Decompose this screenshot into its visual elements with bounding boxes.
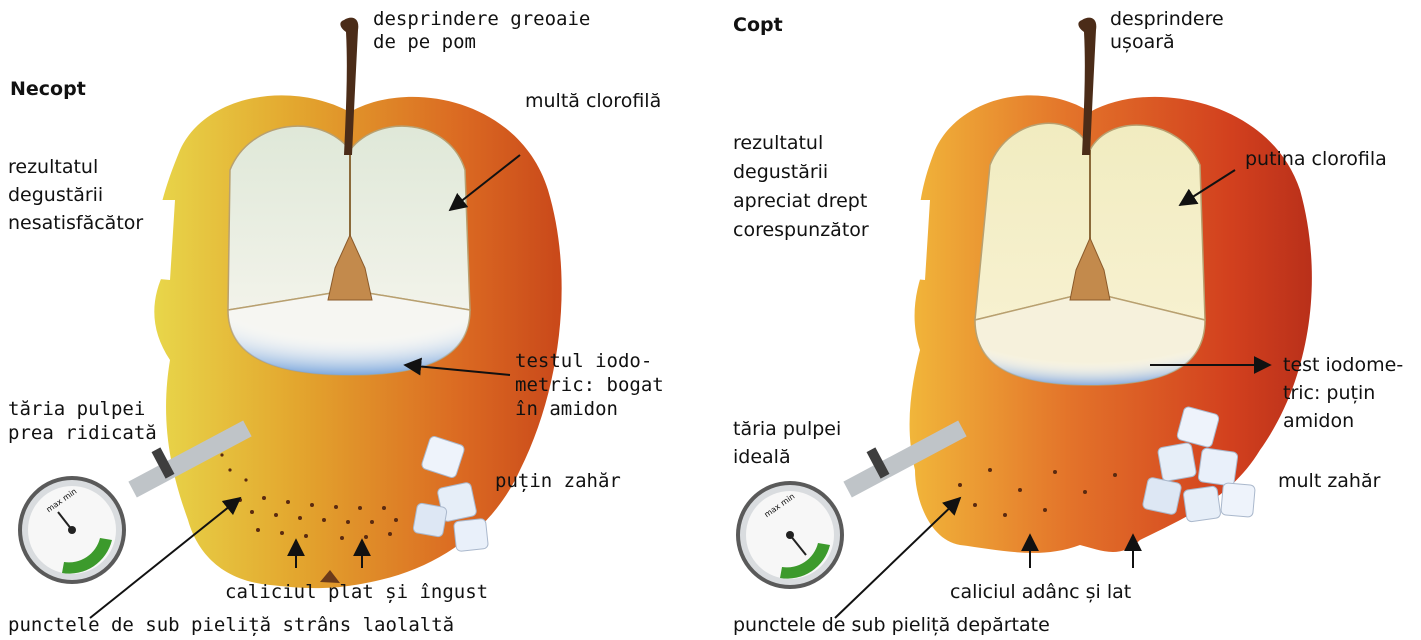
tasting-label-unripe-2: degustării bbox=[8, 184, 103, 207]
title-ripe: Copt bbox=[733, 14, 783, 37]
iodine-label-ripe-3: amidon bbox=[1283, 410, 1354, 433]
iodine-label-ripe-1: test iodome- bbox=[1283, 354, 1403, 377]
firmness-label-unripe-1: tăria pulpei bbox=[8, 398, 145, 421]
tasting-label-unripe-3: nesatisfăcător bbox=[8, 212, 143, 235]
chlorophyll-label-ripe: putina clorofila bbox=[1245, 148, 1387, 171]
calyx-label-ripe: caliciul adânc și lat bbox=[950, 581, 1131, 604]
tasting-label-ripe-4: corespunzător bbox=[733, 219, 869, 242]
dots-label-ripe: punctele de sub pieliță depărtate bbox=[733, 614, 1050, 637]
iodine-label-unripe-2: metric: bogat bbox=[515, 374, 664, 397]
calyx-label-unripe: caliciul plat și îngust bbox=[225, 581, 488, 604]
firmness-label-ripe-1: tăria pulpei bbox=[733, 418, 841, 441]
ripe-apple bbox=[902, 18, 1312, 553]
firmness-label-unripe-2: prea ridicată bbox=[8, 422, 157, 445]
chlorophyll-label-unripe: multă clorofilă bbox=[525, 90, 661, 113]
arrow-dots-right bbox=[835, 498, 960, 618]
stem-label-unripe-2: de pe pom bbox=[373, 31, 476, 54]
tasting-label-ripe-3: apreciat drept bbox=[733, 190, 867, 213]
iodine-label-unripe-1: testul iodo- bbox=[515, 350, 652, 373]
unripe-apple bbox=[146, 18, 562, 588]
tasting-label-ripe-2: degustării bbox=[733, 161, 828, 184]
sugar-label-ripe: mult zahăr bbox=[1278, 470, 1380, 493]
stem-label-unripe-1: desprindere greoaie bbox=[373, 8, 590, 31]
firmness-label-ripe-2: ideală bbox=[733, 446, 791, 469]
dots-label-unripe: punctele de sub pieliță strâns laolaltă bbox=[8, 614, 454, 637]
tasting-label-ripe-1: rezultatul bbox=[733, 132, 823, 155]
stem-label-ripe-2: ușoară bbox=[1110, 31, 1175, 54]
stem-label-ripe-1: desprindere bbox=[1110, 8, 1224, 31]
sugar-label-unripe: puțin zahăr bbox=[495, 470, 621, 493]
tasting-label-unripe-1: rezultatul bbox=[8, 156, 98, 179]
iodine-label-ripe-2: tric: puțin bbox=[1283, 382, 1375, 405]
iodine-label-unripe-3: în amidon bbox=[515, 398, 618, 421]
title-unripe: Necopt bbox=[10, 78, 86, 101]
